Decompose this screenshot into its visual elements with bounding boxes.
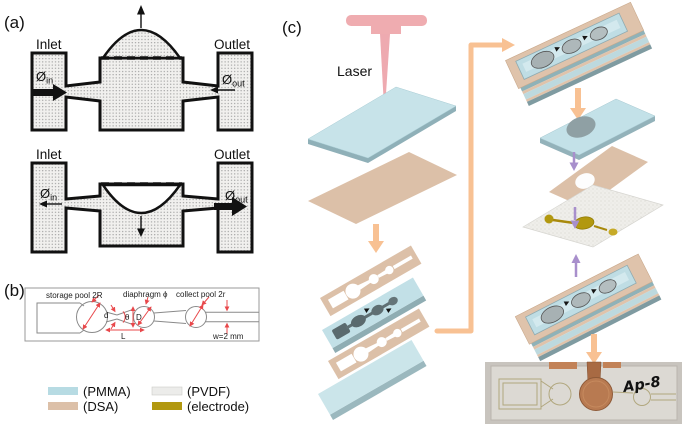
dsa-sheet	[308, 152, 457, 224]
dsa-layer-hole	[575, 173, 595, 189]
outflow-strong-arrow	[214, 197, 247, 216]
pvdf-swatch	[151, 386, 183, 396]
storage-pool-label: storage pool 2R	[46, 291, 103, 300]
pvdf-membrane	[522, 184, 664, 248]
laser-label: Laser	[337, 63, 372, 79]
electrode	[544, 214, 618, 236]
inflow-weak-arrow	[39, 200, 62, 208]
flow-out-label: Øout	[225, 188, 248, 205]
diaphragm-dome	[100, 28, 183, 60]
assembly-arrow-down-1	[569, 152, 579, 171]
panel-a-label: (a)	[4, 13, 25, 32]
copper-electrode-disc	[579, 377, 613, 411]
outflow-weak-arrow	[210, 86, 235, 94]
assembled-device-bottom	[514, 253, 662, 363]
assembly-arrow-up	[571, 254, 581, 277]
collect-pool-label: collect pool 2r	[176, 290, 226, 299]
dimension-annotations	[82, 294, 230, 334]
electrode-label: (electrode)	[187, 399, 249, 414]
dim-L: L	[121, 332, 126, 341]
dsa-layer-with-hole	[549, 146, 648, 208]
channel-layout-drawing: storage pool 2R diaphragm ϕ collect pool…	[24, 287, 260, 342]
pmma-base-plate	[318, 340, 427, 420]
flow-out-label: Øout	[222, 72, 245, 89]
flow-in-label: Øin	[36, 69, 53, 86]
inlet-label: Inlet	[36, 37, 62, 52]
assembly-arrow-down-2	[570, 207, 580, 229]
diaphragm-up-arrow	[137, 5, 145, 28]
pmma-engraved-strip	[322, 277, 427, 353]
panel-b: (b) storage p	[4, 281, 260, 414]
fluid-region	[30, 51, 254, 132]
dim-D: D	[136, 313, 142, 322]
photo-handwritten-label: Ap-8	[621, 374, 662, 396]
pmma-label: (PMMA)	[83, 384, 131, 399]
photo-channel-traces	[498, 378, 676, 410]
cover-plate-hole	[566, 116, 596, 138]
inlet-label: Inlet	[36, 147, 62, 162]
flow-in-label: Øin	[40, 186, 57, 203]
pmma-swatch	[48, 387, 78, 395]
panel-c: (c) Laser	[282, 1, 682, 424]
dsa-swatch	[48, 402, 78, 410]
panel-b-label: (b)	[4, 281, 25, 300]
copper-tape-right	[603, 362, 621, 368]
diaphragm-deflected	[100, 183, 183, 215]
outlet-label: Outlet	[214, 147, 250, 162]
pmma-cover-plate-with-hole	[539, 98, 656, 160]
pvdf-label: (PVDF)	[187, 384, 230, 399]
width-label: w=2 mm	[212, 332, 244, 341]
process-arrow-down-2	[570, 88, 586, 120]
diaphragm-label: diaphragm ϕ	[123, 290, 168, 299]
diaphragm-down-arrow	[137, 216, 145, 237]
pmma-sheet	[307, 86, 457, 163]
process-arrow-down-1	[368, 224, 384, 253]
device-photo: Ap-8	[485, 361, 682, 424]
supply-mode-schematic: Inlet Outlet Øin Øout	[30, 5, 254, 132]
outlet-label: Outlet	[214, 37, 250, 52]
copper-tape-left	[549, 362, 577, 369]
pump-mode-schematic: Inlet Outlet Øin Øout	[30, 147, 254, 254]
process-arrow-down-3	[586, 334, 602, 364]
panel-a: (a) Inlet Outlet Øin Øout Inlet O	[4, 5, 254, 254]
dsa-label: (DSA)	[83, 399, 118, 414]
inflow-strong-arrow	[33, 84, 67, 101]
dim-d: d	[104, 311, 108, 320]
layer-stack	[318, 245, 430, 420]
laser-beam	[380, 34, 390, 116]
material-legend: (PMMA) (PVDF) (DSA) (electrode)	[48, 384, 249, 414]
dim-theta: θ	[125, 313, 130, 322]
electrode-swatch	[152, 402, 182, 410]
laser-icon	[346, 15, 427, 116]
panel-c-label: (c)	[282, 18, 302, 37]
process-elbow-arrow	[434, 38, 515, 334]
